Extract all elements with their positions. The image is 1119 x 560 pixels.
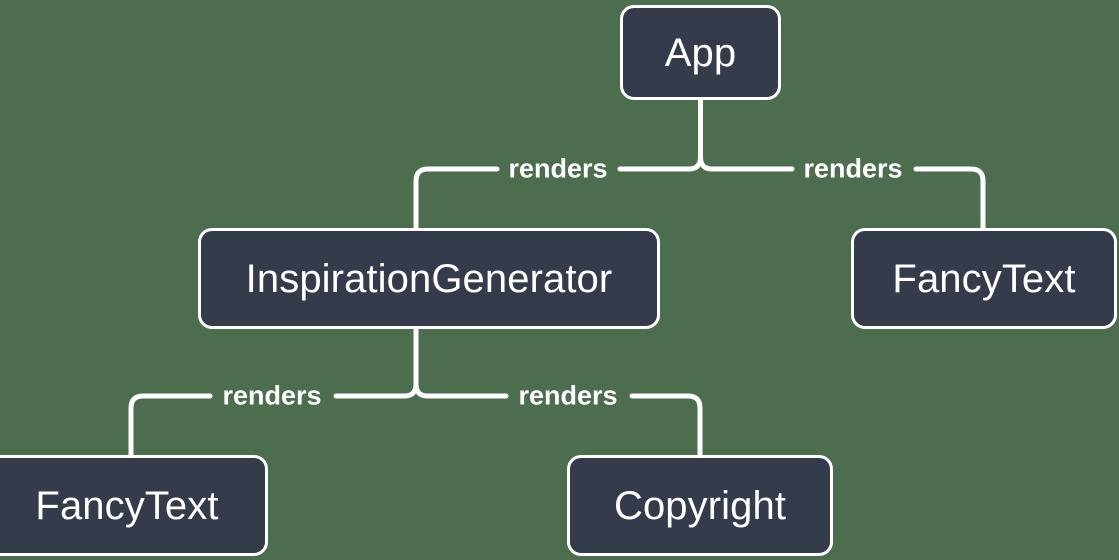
edge-label-inspirationgenerator-to-fancytext-left: renders [222,380,322,411]
node-fancytext-left[interactable]: FancyText [0,455,268,556]
node-copyright[interactable]: Copyright [567,455,833,556]
node-fancytext-right[interactable]: FancyText [851,228,1117,329]
node-app[interactable]: App [620,5,781,100]
edge-label-app-to-fancytext-right: renders [803,153,903,184]
node-app-label: App [664,30,737,75]
edge-label-app-to-inspirationgenerator: renders [508,153,608,184]
node-fancytext-left-label: FancyText [35,483,219,528]
node-fancytext-right-label: FancyText [892,256,1076,301]
node-copyright-label: Copyright [613,483,787,528]
node-inspiration-generator[interactable]: InspirationGenerator [198,228,660,329]
edge-label-inspirationgenerator-to-copyright: renders [518,380,618,411]
edge-inspirationgenerator-to-fancytext-left [128,393,407,458]
node-inspiration-generator-label: InspirationGenerator [245,256,613,301]
edge-inspirationgenerator-to-copyright [425,393,703,458]
edge-app-to-fancytext-right [709,166,986,231]
edge-app-to-inspirationgenerator [413,166,692,231]
